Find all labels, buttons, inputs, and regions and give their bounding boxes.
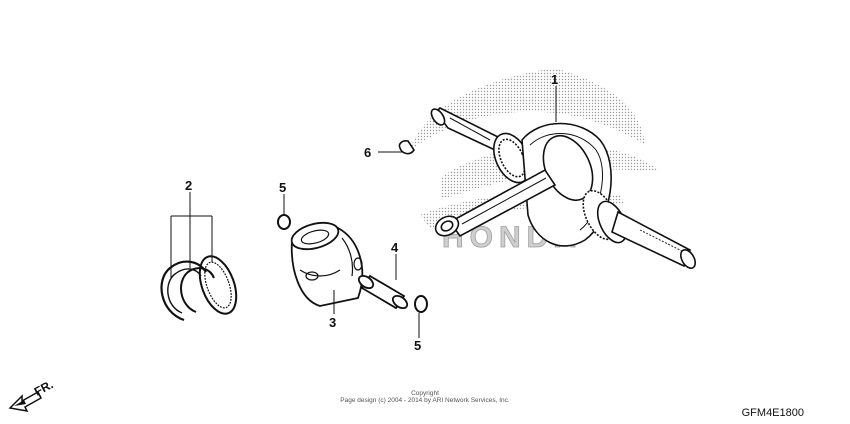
copyright-line-1: Copyright	[411, 390, 439, 397]
piston	[290, 221, 364, 307]
callout-6: 6	[364, 145, 372, 160]
piston-pin-clip-upper	[277, 214, 291, 230]
callout-4: 4	[391, 240, 399, 255]
callout-2: 2	[185, 178, 193, 193]
callout-3: 3	[329, 315, 337, 330]
crankshaft-assembly	[430, 107, 697, 269]
callout-1: 1	[551, 72, 559, 87]
leader-lines	[170, 86, 557, 338]
callout-5-lower: 5	[414, 338, 422, 353]
piston-pin	[357, 274, 409, 310]
callout-5-upper: 5	[279, 180, 287, 195]
piston-pin-clip-lower	[414, 295, 428, 313]
copyright-line-2: Page design (c) 2004 - 2014 by ARI Netwo…	[340, 397, 510, 404]
diagram-id: GFM4E1800	[741, 407, 804, 419]
front-direction-arrow	[8, 390, 42, 412]
woodruff-key	[398, 140, 415, 155]
piston-rings	[160, 255, 238, 322]
